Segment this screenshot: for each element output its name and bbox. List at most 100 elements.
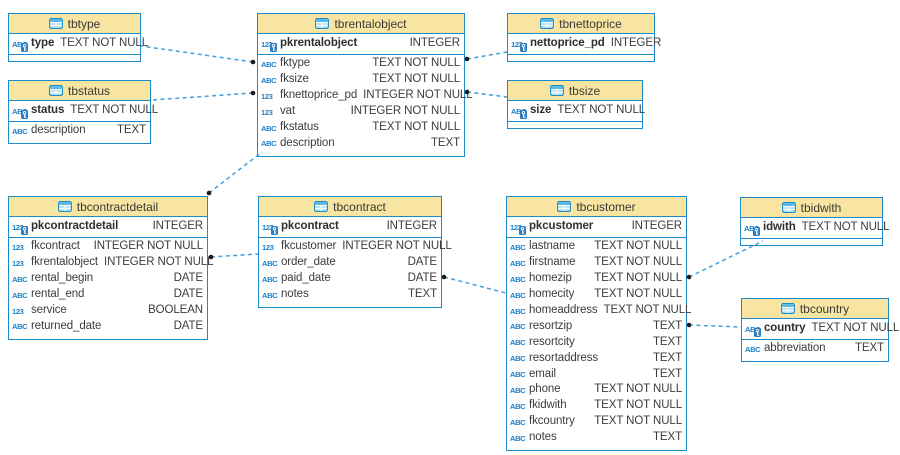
- field-type: TEXT NOT NULL: [60, 37, 148, 50]
- relation-line[interactable]: [140, 45, 254, 63]
- columns-section: [741, 239, 882, 245]
- relation-tbcontract.fkcustomer-to-tbcustomer.pkcustomer[interactable]: [441, 274, 507, 294]
- table-header-tbtype[interactable]: tbtype: [9, 14, 140, 34]
- field-type: TEXT: [653, 431, 682, 444]
- table-header-tbnettoprice[interactable]: tbnettoprice: [508, 14, 654, 34]
- field-type: INTEGER NOT NULL: [350, 105, 460, 118]
- table-header-tbcontract[interactable]: tbcontract: [259, 197, 441, 217]
- relation-line[interactable]: [688, 324, 742, 328]
- relation-line[interactable]: [151, 92, 254, 101]
- table-header-tbcustomer[interactable]: tbcustomer: [507, 197, 686, 217]
- table-header-tbstatus[interactable]: tbstatus: [9, 81, 150, 101]
- table-header-tbcontractdetail[interactable]: tbcontractdetail: [9, 197, 207, 217]
- number-type-icon: 123: [12, 243, 24, 252]
- field-type: TEXT NOT NULL: [594, 240, 682, 253]
- field-type: TEXT NOT NULL: [372, 121, 460, 133]
- relation-tbrentalobject.fknettoprice_pd-to-tbnettoprice.nettoprice_pd[interactable]: [464, 51, 508, 62]
- field-type: INTEGER: [631, 220, 683, 233]
- field-name: fkidwith: [529, 399, 567, 412]
- relation-line[interactable]: [466, 91, 508, 98]
- table-header-tbrentalobject[interactable]: tbrentalobject: [258, 14, 464, 34]
- svg-text:ABC: ABC: [262, 291, 278, 300]
- table-header-tbcountry[interactable]: tbcountry: [742, 299, 888, 319]
- datatype-icon-wrap: ABC: [261, 58, 278, 69]
- table-header-tbsize[interactable]: tbsize: [508, 81, 642, 101]
- relation-tbcontractdetail.fkcontract-to-tbcontract.pkcontract[interactable]: [208, 253, 259, 260]
- field-name: fknettoprice_pd: [280, 89, 358, 102]
- field-type: TEXT: [653, 319, 682, 332]
- relation-tbrentalobject.fktype-to-tbtype.type[interactable]: [140, 45, 256, 65]
- svg-text:ABC: ABC: [261, 76, 277, 85]
- relation-tbrentalobject.fkstatus-to-tbstatus.status[interactable]: [151, 90, 256, 101]
- relation-tbcontractdetail.fkrentalobject-to-tbrentalobject.pkrentalobject[interactable]: [206, 151, 263, 196]
- relation-tbcustomer.fkcountry-to-tbcountry.country[interactable]: [686, 322, 742, 328]
- number-type-icon: 123: [12, 223, 24, 232]
- datatype-icon-wrap: 123: [262, 241, 279, 252]
- relation-line[interactable]: [443, 276, 507, 294]
- relation-line[interactable]: [210, 253, 259, 258]
- table-header-tbidwith[interactable]: tbidwith: [741, 198, 882, 218]
- relation-line[interactable]: [208, 151, 263, 194]
- field-name: returned_date: [31, 319, 102, 332]
- relation-tbcustomer.fkidwith-to-tbidwith.idwith[interactable]: [686, 240, 764, 280]
- svg-text:123: 123: [261, 108, 273, 117]
- relation-line[interactable]: [688, 240, 764, 278]
- datatype-icon-wrap: ABC: [510, 352, 527, 363]
- relation-line[interactable]: [466, 51, 508, 60]
- svg-text:ABC: ABC: [510, 338, 526, 347]
